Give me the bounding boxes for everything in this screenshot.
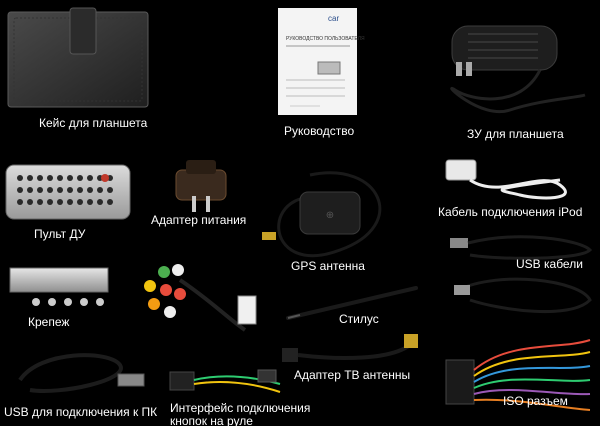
iso-connector xyxy=(445,339,591,411)
label-usb-cables: USB кабели xyxy=(516,257,583,271)
usb-cables xyxy=(450,235,593,314)
label-ipod-cable: Кабель подключения iPod xyxy=(438,205,583,219)
rca-harness xyxy=(144,264,257,332)
steering-interface xyxy=(169,369,281,393)
label-stylus: Стилус xyxy=(339,312,379,326)
tablet-case xyxy=(7,7,149,108)
svg-text:⊕: ⊕ xyxy=(326,210,334,221)
label-steering: Интерфейс подключения кнопок на руле xyxy=(170,401,311,426)
gps-antenna: ⊕ xyxy=(262,171,382,258)
label-mount: Крепеж xyxy=(28,315,70,329)
usb-pc-cable xyxy=(18,353,145,393)
user-manual xyxy=(278,8,357,115)
ipod-cable xyxy=(445,159,567,200)
charger xyxy=(450,25,586,114)
stylus xyxy=(286,286,418,320)
label-charger: ЗУ для планшета xyxy=(467,127,564,141)
label-remote: Пульт ДУ xyxy=(34,227,86,241)
tv-antenna-adapter xyxy=(282,334,418,362)
label-power-adapter: Адаптер питания xyxy=(151,213,247,227)
label-gps: GPS антенна xyxy=(291,259,365,273)
label-case: Кейс для планшета xyxy=(39,116,148,130)
label-tv-adapter: Адаптер ТВ антенны xyxy=(294,368,411,382)
label-manual: Руководство xyxy=(284,124,355,138)
label-iso: ISO разъем xyxy=(503,394,568,408)
manual-title: РУКОВОДСТВО ПОЛЬЗОВАТЕЛЯ xyxy=(286,36,365,42)
power-adapter xyxy=(175,160,227,212)
label-usb-pc: USB для подключения к ПК xyxy=(4,405,158,419)
manual-logo: car xyxy=(328,14,340,23)
remote-control xyxy=(5,164,131,220)
mounting-kit xyxy=(9,267,109,306)
